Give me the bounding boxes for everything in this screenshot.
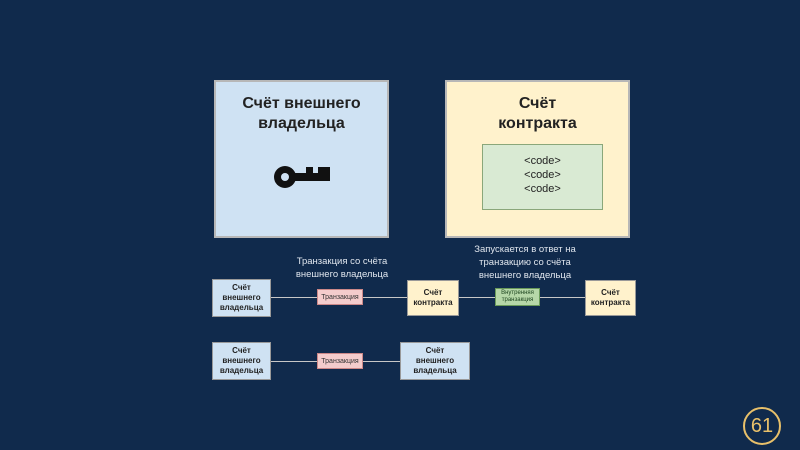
flow1-transaction: Транзакция: [317, 289, 363, 305]
contract-account-title: Счёт контракта: [498, 95, 577, 132]
flow1-contract-node-b: Счёт контракта: [585, 280, 636, 316]
owner-account-title: Счёт внешнего владельца: [242, 95, 361, 132]
flow2-transaction: Транзакция: [317, 353, 363, 369]
flow2-owner-node-b: Счёт внешнего владельца: [400, 342, 470, 380]
page-number-badge: 61: [743, 407, 781, 445]
owner-account-box: Счёт внешнего владельца: [214, 80, 389, 238]
caption-owner-transaction: Транзакция со счёта внешнего владельца: [295, 256, 389, 280]
caption-contract-response: Запускается в ответ на транзакцию со счё…: [474, 244, 576, 281]
flow1-contract-node-a: Счёт контракта: [407, 280, 459, 316]
flow1-internal-transaction: Внутренняя транзакция: [495, 288, 540, 306]
key-icon: [274, 166, 330, 188]
contract-account-box: Счёт контракта <code> <code> <code>: [445, 80, 630, 238]
flow2-owner-node-a: Счёт внешнего владельца: [212, 342, 271, 380]
code-block: <code> <code> <code>: [482, 144, 603, 210]
flow1-owner-node: Счёт внешнего владельца: [212, 279, 271, 317]
